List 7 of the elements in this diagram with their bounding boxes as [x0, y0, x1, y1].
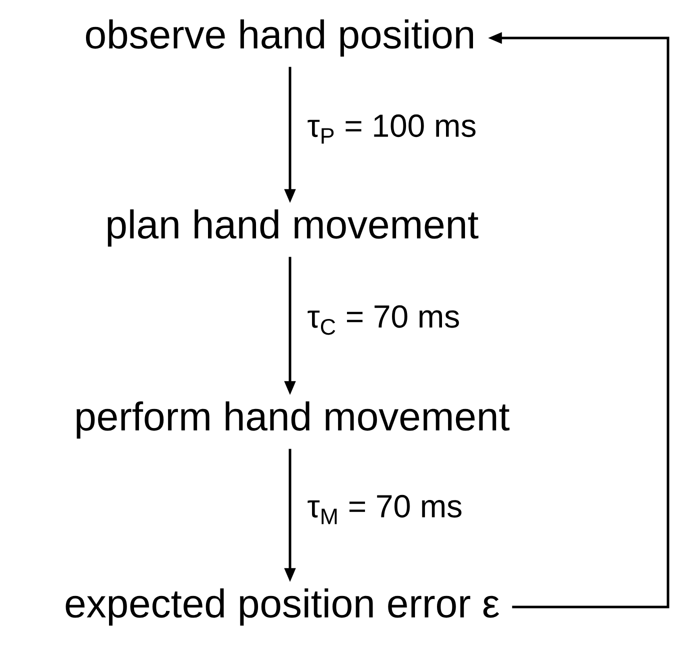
step-text: observe hand position — [86, 19, 473, 57]
step-text: plan hand movement — [108, 209, 478, 247]
edge-label: τ$_{M}$ = 70 ms — [308, 494, 462, 524]
step-text: expected position error ε — [66, 588, 500, 626]
edge-label: τ$_{P}$ = 100 ms — [308, 114, 476, 144]
step-text: perform hand movement — [76, 401, 510, 439]
edge-label: τ$_{C}$ = 70 ms — [308, 305, 459, 335]
